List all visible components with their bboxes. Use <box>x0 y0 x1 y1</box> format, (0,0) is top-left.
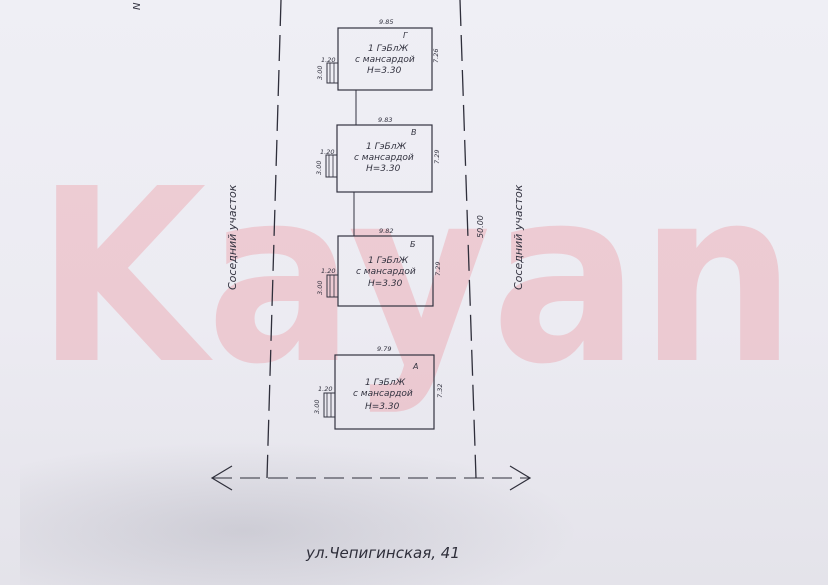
house-width: 9.83 <box>378 116 392 124</box>
house-width: 9.85 <box>379 18 393 26</box>
house-letter: Г <box>403 31 408 40</box>
left-boundary-line <box>266 0 282 479</box>
house-g: 9.85 Г 1 ГэБлЖ с мансардой Н=3.30 7.26 1… <box>316 18 440 91</box>
house-v: 9.83 В 1 ГэБлЖ с мансардой Н=3.30 7.29 1… <box>315 116 441 193</box>
house-letter: Б <box>410 240 416 249</box>
house-depth: 7.29 <box>433 150 441 164</box>
house-attic: с мансардой <box>355 55 415 65</box>
house-type: 1 ГэБлЖ <box>365 378 405 388</box>
left-arrow-icon <box>210 465 233 491</box>
house-b: 9.82 Б 1 ГэБлЖ с мансардой Н=3.30 7.29 1… <box>316 227 442 307</box>
house-attic: с мансардой <box>353 389 413 399</box>
house-height: Н=3.30 <box>367 66 402 76</box>
house-outline <box>337 27 433 91</box>
house-attic: с мансардой <box>354 153 414 163</box>
porch-width: 3.00 <box>315 161 323 175</box>
house-height: Н=3.30 <box>366 164 401 174</box>
porch-depth: 1.20 <box>321 56 335 64</box>
porch-depth: 1.20 <box>321 267 335 275</box>
house-letter: А <box>412 362 418 371</box>
house-depth: 7.26 <box>432 49 440 63</box>
corner-mark: N <box>132 2 143 10</box>
house-height: Н=3.30 <box>368 279 403 289</box>
house-letter: В <box>411 128 417 137</box>
house-depth: 7.32 <box>436 384 444 398</box>
street-address: ул.Чепигинская, 41 <box>306 544 460 562</box>
watermark: Kayan <box>36 137 796 417</box>
porch-depth: 1.20 <box>320 148 334 156</box>
house-depth: 7.29 <box>434 262 442 276</box>
porch-width: 3.00 <box>316 281 324 295</box>
porch-outline <box>325 154 338 178</box>
house-outline <box>334 354 435 430</box>
house-width: 9.79 <box>377 345 391 353</box>
house-a: 9.79 А 1 ГэБлЖ с мансардой Н=3.30 7.32 1… <box>313 345 444 430</box>
porch-depth: 1.20 <box>318 385 332 393</box>
porch-outline <box>326 274 339 298</box>
house-height: Н=3.30 <box>365 402 400 412</box>
left-neighbor-label: Соседний участок <box>226 184 239 290</box>
house-attic: с мансардой <box>356 267 416 277</box>
house-type: 1 ГэБлЖ <box>368 256 408 266</box>
porch-outline <box>326 62 339 84</box>
porch-width: 3.00 <box>313 400 321 414</box>
house-outline <box>337 235 434 307</box>
photo-shadow <box>20 440 580 585</box>
house-type: 1 ГэБлЖ <box>366 142 406 152</box>
porch-outline <box>323 392 336 418</box>
right-boundary-line <box>459 0 477 479</box>
right-neighbor-label: Соседний участок <box>512 184 525 290</box>
house-width: 9.82 <box>379 227 393 235</box>
porch-width: 3.00 <box>316 66 324 80</box>
house-type: 1 ГэБлЖ <box>368 44 408 54</box>
right-arrow-icon <box>509 465 532 491</box>
site-length-label: 50.00 <box>476 215 485 238</box>
